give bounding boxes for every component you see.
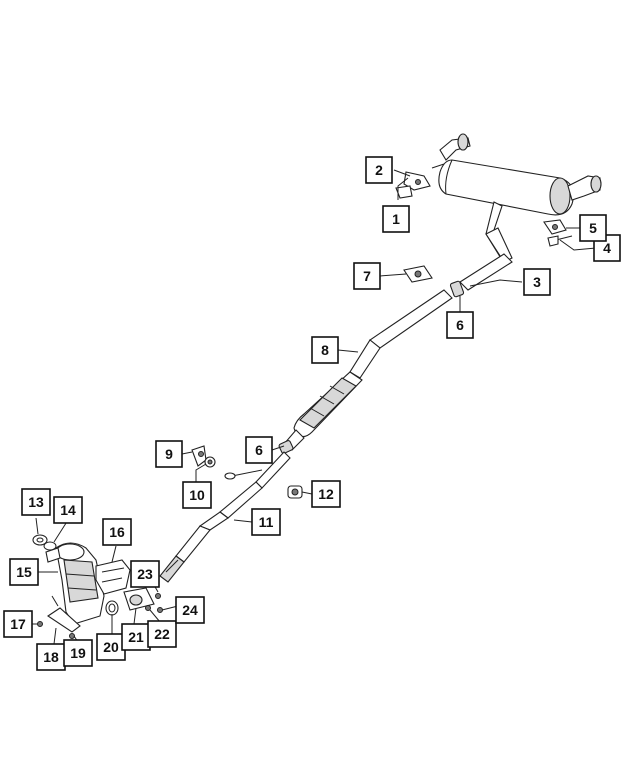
hanger-5 xyxy=(543,219,567,235)
svg-text:2: 2 xyxy=(375,162,383,178)
callout-11: 11 xyxy=(251,508,281,536)
svg-text:14: 14 xyxy=(60,502,76,518)
stud-23 xyxy=(155,593,161,599)
callout-14: 14 xyxy=(53,496,83,524)
bracket-9 xyxy=(191,445,207,467)
svg-text:6: 6 xyxy=(456,317,464,333)
svg-text:20: 20 xyxy=(103,639,119,655)
clamp-upper xyxy=(449,280,465,298)
gasket-13 xyxy=(32,534,48,546)
svg-text:8: 8 xyxy=(321,342,329,358)
o-ring-14 xyxy=(43,541,57,551)
callout-24: 24 xyxy=(175,596,205,624)
svg-text:19: 19 xyxy=(70,645,86,661)
hanger-1 xyxy=(395,185,413,199)
callout-16: 16 xyxy=(102,518,132,546)
isolator-7 xyxy=(403,265,433,283)
hanger-bracket-2 xyxy=(403,171,431,191)
svg-text:15: 15 xyxy=(16,564,32,580)
svg-text:6: 6 xyxy=(255,442,263,458)
callout-22: 22 xyxy=(147,620,177,648)
heat-shield-16 xyxy=(95,559,131,595)
svg-text:5: 5 xyxy=(589,220,597,236)
support-bracket-18 xyxy=(47,595,81,633)
nut-10 xyxy=(204,456,216,468)
svg-text:10: 10 xyxy=(189,487,205,503)
callout-10: 10 xyxy=(182,481,212,509)
callout-2: 2 xyxy=(365,156,393,184)
svg-text:3: 3 xyxy=(533,274,541,290)
callout-21: 21 xyxy=(121,623,151,651)
callout-3: 3 xyxy=(523,268,551,296)
callout-20: 20 xyxy=(96,633,126,661)
svg-text:4: 4 xyxy=(603,240,611,256)
callout-19: 19 xyxy=(63,639,93,667)
svg-text:17: 17 xyxy=(10,616,26,632)
svg-text:9: 9 xyxy=(165,446,173,462)
callout-17: 17 xyxy=(3,610,33,638)
bolt-24 xyxy=(157,607,163,613)
callout-15: 15 xyxy=(9,558,39,586)
svg-text:21: 21 xyxy=(128,629,144,645)
svg-text:24: 24 xyxy=(182,602,198,618)
svg-text:22: 22 xyxy=(154,626,170,642)
front-pipe xyxy=(159,451,291,583)
bolt-19 xyxy=(69,633,75,639)
svg-text:7: 7 xyxy=(363,268,371,284)
intermediate-pipe xyxy=(283,289,453,451)
svg-text:12: 12 xyxy=(318,486,334,502)
callout-9: 9 xyxy=(155,440,183,468)
hanger-insulator xyxy=(287,485,303,499)
flange-21 xyxy=(123,587,155,611)
callouts: 1 2 3 4 5 6 6 7 xyxy=(3,156,621,671)
callout-5: 5 xyxy=(579,214,607,242)
callout-1: 1 xyxy=(382,205,410,233)
bolt-17 xyxy=(37,621,43,627)
callout-23: 23 xyxy=(130,560,160,588)
callout-8: 8 xyxy=(311,336,339,364)
gasket-20 xyxy=(105,600,119,616)
svg-text:23: 23 xyxy=(137,566,153,582)
clamp-lower xyxy=(278,440,294,454)
callout-13: 13 xyxy=(21,488,51,516)
callout-6-upper: 6 xyxy=(446,311,474,339)
callout-6-lower: 6 xyxy=(245,436,273,464)
callout-18: 18 xyxy=(36,643,66,671)
nut-22 xyxy=(145,605,151,611)
svg-text:13: 13 xyxy=(28,494,44,510)
svg-text:1: 1 xyxy=(392,211,400,227)
callout-7: 7 xyxy=(353,262,381,290)
hanger-4 xyxy=(547,235,573,247)
muffler-assembly xyxy=(431,133,602,291)
callout-12: 12 xyxy=(311,480,341,508)
svg-text:18: 18 xyxy=(43,649,59,665)
svg-text:16: 16 xyxy=(109,524,125,540)
svg-text:11: 11 xyxy=(259,514,274,530)
